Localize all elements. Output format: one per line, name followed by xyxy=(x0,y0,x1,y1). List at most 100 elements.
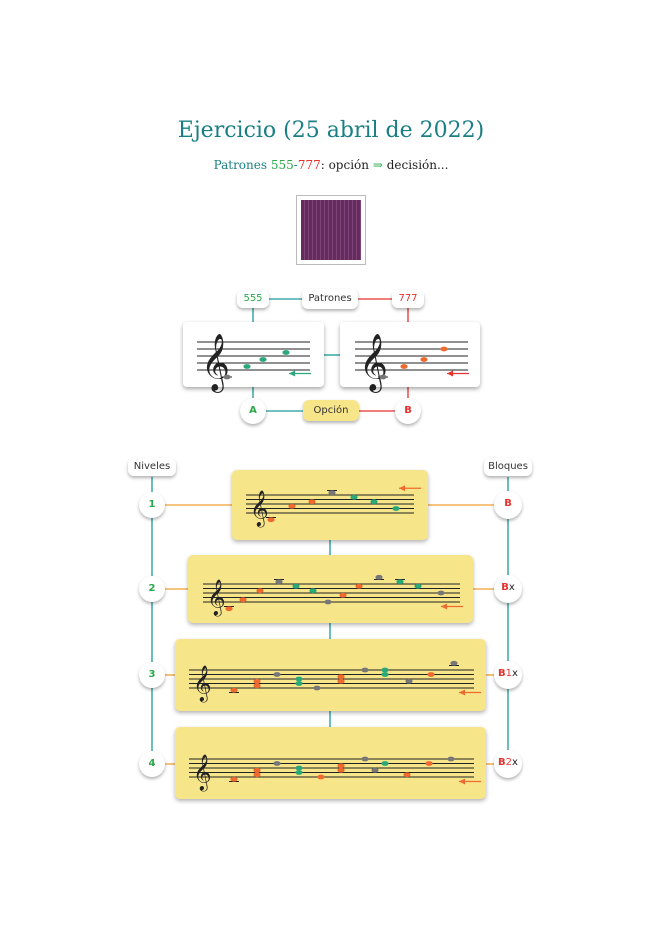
note xyxy=(225,606,233,612)
note xyxy=(282,350,290,355)
patterns-label: Patrones xyxy=(302,289,358,309)
level-4[interactable]: 4 xyxy=(139,751,165,777)
note xyxy=(313,685,321,691)
pattern-555: 555 xyxy=(270,158,294,172)
subtitle-decision: decisión... xyxy=(382,158,449,172)
page-title: Ejercicio (25 abril de 2022) xyxy=(177,118,485,143)
note xyxy=(253,767,261,773)
treble-clef-icon: 𝄞 xyxy=(359,333,388,392)
arrow-icon xyxy=(459,778,465,785)
note xyxy=(379,374,387,380)
pattern-555-staff xyxy=(183,322,324,387)
level-2[interactable]: 2 xyxy=(139,576,165,602)
note xyxy=(256,588,264,594)
note xyxy=(392,506,400,511)
option-a[interactable]: A xyxy=(240,398,266,424)
treble-clef-icon: 𝄞 xyxy=(201,333,230,392)
pattern-777: 777 xyxy=(297,158,321,172)
block-4[interactable]: B2x xyxy=(494,750,522,778)
note xyxy=(370,499,378,505)
note xyxy=(440,346,448,352)
arrow-icon: ⇒ xyxy=(372,158,383,172)
note xyxy=(317,774,325,780)
pattern-777-staff xyxy=(340,322,480,387)
note xyxy=(450,660,458,666)
treble-clef-icon: 𝄞 xyxy=(207,578,226,616)
note xyxy=(253,772,261,778)
note xyxy=(273,672,281,677)
treble-clef-icon: 𝄞 xyxy=(193,664,212,702)
note xyxy=(337,763,345,769)
note xyxy=(361,667,369,673)
arrow-icon xyxy=(441,603,447,610)
arrow-icon xyxy=(289,370,295,377)
option-b[interactable]: B xyxy=(395,398,421,424)
levels-header: Niveles xyxy=(128,458,176,476)
block-1[interactable]: B xyxy=(494,491,522,519)
note xyxy=(403,772,411,778)
note xyxy=(328,490,336,496)
note xyxy=(308,499,316,505)
note xyxy=(355,583,363,589)
block-suffix: x xyxy=(512,668,518,679)
note xyxy=(337,678,345,684)
subtitle-prefix: Patrones xyxy=(213,158,271,172)
block-letter: B xyxy=(504,498,512,509)
note xyxy=(243,364,251,369)
pattern-555-label: 555 xyxy=(237,290,269,308)
note xyxy=(292,583,300,589)
note xyxy=(230,687,238,693)
note xyxy=(267,517,275,523)
arrow-icon xyxy=(447,370,453,377)
treble-clef-icon: 𝄞 xyxy=(250,489,269,527)
note xyxy=(273,761,281,766)
note xyxy=(400,364,408,369)
note xyxy=(437,590,445,596)
note xyxy=(295,681,303,686)
note xyxy=(253,678,261,684)
qr-code[interactable] xyxy=(296,195,366,265)
note xyxy=(239,597,247,603)
note xyxy=(447,756,455,762)
option-label: Opción xyxy=(303,400,359,421)
note xyxy=(350,494,358,500)
note xyxy=(337,767,345,773)
block-number: 1 xyxy=(505,668,513,679)
note xyxy=(414,583,422,589)
note xyxy=(230,776,238,782)
note xyxy=(259,357,267,362)
note xyxy=(361,756,369,762)
arrow-icon xyxy=(399,485,405,492)
block-suffix: x xyxy=(508,582,515,593)
blocks-header: Bloques xyxy=(484,458,532,476)
note xyxy=(420,357,428,362)
block-letter: B xyxy=(498,668,506,679)
note xyxy=(405,678,413,684)
note xyxy=(324,599,332,605)
block-letter: B xyxy=(498,757,506,768)
block-3[interactable]: B1x xyxy=(494,661,522,689)
dash: - xyxy=(293,158,298,172)
note xyxy=(288,503,296,509)
note xyxy=(371,767,379,773)
level-1-staff xyxy=(232,470,428,540)
level-1[interactable]: 1 xyxy=(139,492,165,518)
note xyxy=(253,683,261,689)
note xyxy=(339,592,347,598)
qr-pattern xyxy=(301,200,361,260)
note xyxy=(223,374,231,380)
level-3[interactable]: 3 xyxy=(139,662,165,688)
note xyxy=(295,676,303,682)
note xyxy=(295,770,303,775)
note xyxy=(375,574,383,580)
arrow-icon xyxy=(459,689,465,696)
subtitle-option: : opción xyxy=(320,158,373,172)
block-2[interactable]: Bx xyxy=(494,575,522,603)
note xyxy=(425,761,433,766)
note xyxy=(381,672,389,677)
note xyxy=(337,674,345,680)
note xyxy=(275,579,283,585)
